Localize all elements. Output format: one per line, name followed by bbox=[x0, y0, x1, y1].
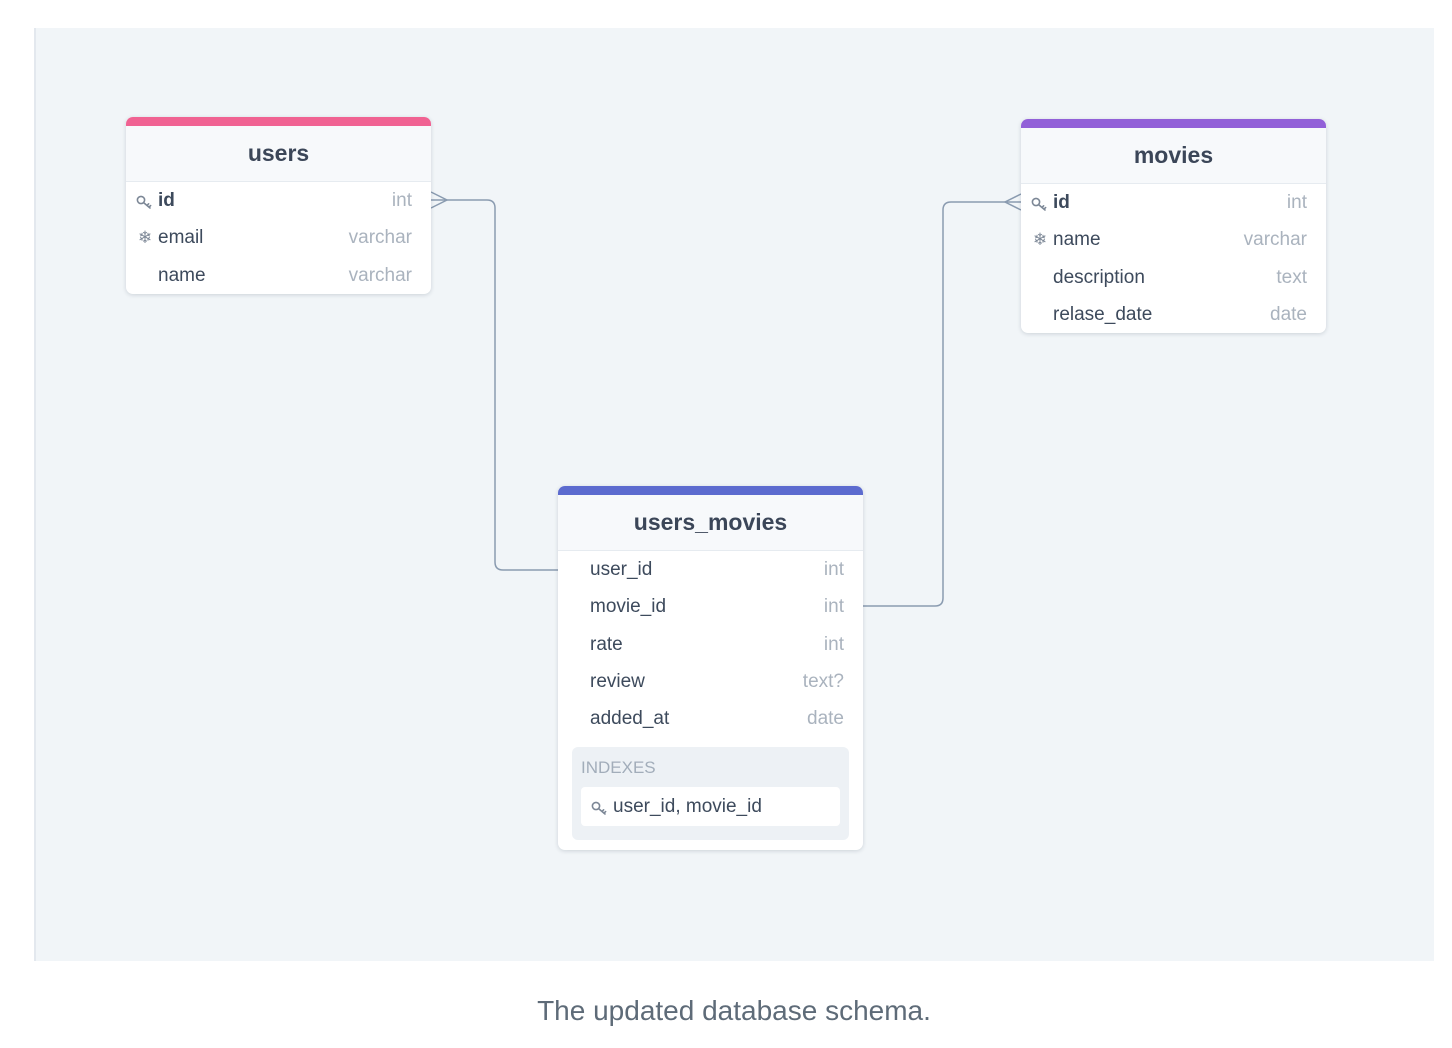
field-type: date bbox=[1270, 303, 1307, 325]
field-row[interactable]: name varchar bbox=[126, 257, 431, 294]
field-name: email bbox=[158, 227, 204, 249]
field-name: name bbox=[1053, 229, 1101, 251]
field-name: user_id bbox=[590, 559, 653, 580]
key-icon bbox=[135, 182, 155, 219]
table-title: movies bbox=[1021, 128, 1326, 184]
field-row[interactable]: ❄︎name varchar bbox=[1021, 221, 1326, 258]
field-name: description bbox=[1053, 266, 1145, 288]
table-color-bar bbox=[558, 486, 863, 495]
field-type: int bbox=[391, 190, 412, 211]
key-icon bbox=[1030, 184, 1050, 221]
snowflake-icon: ❄︎ bbox=[1032, 230, 1048, 250]
field-type: int bbox=[823, 596, 844, 618]
key-icon bbox=[591, 797, 609, 816]
field-row[interactable]: rate int bbox=[558, 626, 863, 663]
field-row[interactable]: user_id int bbox=[558, 551, 863, 588]
field-row[interactable]: added_at date bbox=[558, 700, 863, 737]
field-type: int bbox=[823, 559, 844, 580]
field-name: rate bbox=[590, 633, 623, 655]
field-name: movie_id bbox=[590, 596, 667, 618]
table-color-bar bbox=[1021, 119, 1326, 128]
index-entry[interactable]: user_id, movie_id bbox=[581, 787, 840, 827]
field-type: varchar bbox=[348, 264, 412, 286]
field-row[interactable]: review text? bbox=[558, 663, 863, 700]
field-type: text bbox=[1276, 266, 1307, 288]
field-name: id bbox=[158, 190, 175, 211]
field-name: id bbox=[1053, 192, 1070, 213]
field-row[interactable]: id int bbox=[1021, 184, 1326, 221]
figure-caption: The updated database schema. bbox=[537, 995, 931, 1026]
table-title: users bbox=[126, 126, 431, 182]
field-type: text? bbox=[802, 670, 844, 692]
field-type: int bbox=[823, 633, 844, 655]
field-name: relase_date bbox=[1053, 303, 1153, 325]
field-row[interactable]: id int bbox=[126, 182, 431, 219]
field-name: name bbox=[158, 264, 206, 286]
snowflake-icon: ❄︎ bbox=[137, 228, 153, 248]
field-name: added_at bbox=[590, 708, 670, 730]
field-type: varchar bbox=[1243, 229, 1307, 251]
field-row[interactable]: relase_date date bbox=[1021, 296, 1326, 333]
index-columns: user_id, movie_id bbox=[613, 796, 762, 818]
field-type: date bbox=[807, 708, 844, 730]
field-row[interactable]: description text bbox=[1021, 259, 1326, 296]
field-row[interactable]: movie_id int bbox=[558, 588, 863, 625]
table-color-bar bbox=[126, 117, 431, 126]
field-name: review bbox=[590, 670, 645, 692]
field-type: varchar bbox=[348, 227, 412, 249]
field-list: id int ❄︎email varchar name varchar bbox=[126, 182, 431, 294]
field-type: int bbox=[1286, 192, 1307, 213]
indexes-title: INDEXES bbox=[581, 758, 656, 778]
table-movies[interactable]: movies id int ❄︎name varchar description text… bbox=[1021, 119, 1326, 334]
table-users[interactable]: users id int ❄︎email varchar name varchar bbox=[126, 117, 431, 294]
table-title: users_movies bbox=[558, 495, 863, 551]
field-list: id int ❄︎name varchar description text relase_… bbox=[1021, 184, 1326, 333]
field-row[interactable]: ❄︎email varchar bbox=[126, 219, 431, 256]
indexes-section: INDEXES user_id, movie_id bbox=[572, 747, 849, 841]
